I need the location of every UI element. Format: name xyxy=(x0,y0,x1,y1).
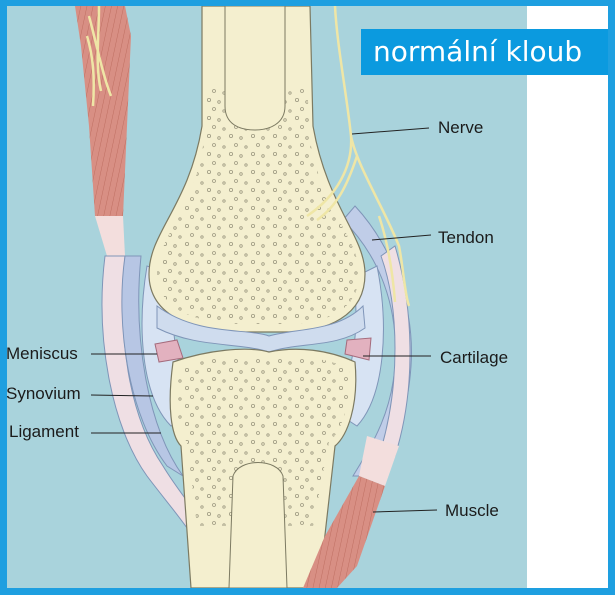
label-ligament: Ligament xyxy=(9,422,79,442)
label-meniscus: Meniscus xyxy=(6,344,78,364)
label-muscle: Muscle xyxy=(445,501,499,521)
diagram-canvas xyxy=(7,6,608,588)
label-nerve: Nerve xyxy=(438,118,483,138)
label-tendon: Tendon xyxy=(438,228,494,248)
right-white-area xyxy=(527,6,608,588)
tibia-marrow-cavity xyxy=(229,463,287,589)
femur-marrow-cavity xyxy=(225,6,285,130)
diagram-title: normální kloub xyxy=(373,35,582,68)
label-synovium: Synovium xyxy=(6,384,81,404)
knee-joint-illustration xyxy=(7,6,608,588)
label-cartilage: Cartilage xyxy=(440,348,508,368)
